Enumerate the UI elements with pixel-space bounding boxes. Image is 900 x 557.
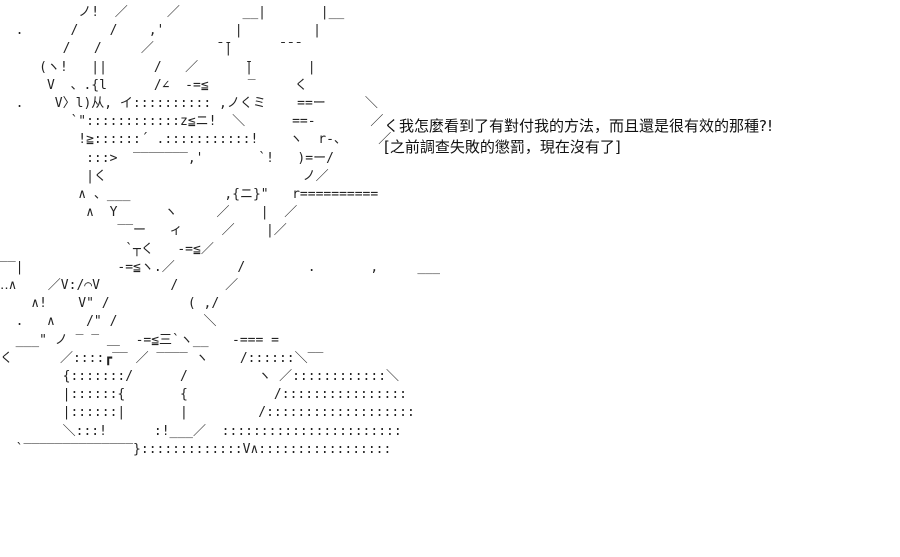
ascii-art-line: ノ! ／ ／ __| |__ xyxy=(78,5,345,20)
ascii-art-line: ___" ノ ‾ ‾ ＿ -=≦三`ヽ__ -=== = xyxy=(15,332,279,348)
ascii-art-line: . ∧ /" / ＼ xyxy=(15,314,217,330)
ascii-art-line: . / / ,' | | xyxy=(15,23,321,39)
ascii-art-line: . V〉l)从, イ:::::::::: ,ノくミ ==ー ＼ xyxy=(15,96,378,112)
ascii-art-line: |::::::{ { /:::::::::::::::: xyxy=(62,387,407,403)
ascii-art-line: `┬く -=≦／ xyxy=(125,241,214,257)
ascii-art-line: ∧! V" / ( ,/ xyxy=(31,296,220,312)
ascii-art-line: ‾‾ー ィ ／ |／ xyxy=(117,223,287,239)
ascii-art-line: |::::::| | /::::::::::::::::::: xyxy=(62,405,415,421)
ascii-art-line: / / ／ ̄ ̄| ̄ ̄ ̄ xyxy=(62,41,295,57)
dialogue-line-1: く我怎麼看到了有對付我的方法，而且還是很有效的那種?! xyxy=(384,117,773,135)
ascii-art-line: `‾‾‾‾‾‾‾‾‾‾‾‾‾‾}:::::::::::::V∧:::::::::… xyxy=(0,441,392,457)
ascii-art-line: ∧ 、___ ,{ニ}" r========== xyxy=(78,187,379,203)
ascii-art-line: {:::::::/ / ヽ ／::::::::::::＼ xyxy=(62,369,400,385)
ascii-art-line: ‾‾| -=≦ヽ.／ / . , ___ xyxy=(0,259,440,275)
ascii-art-figure: ノ! ／ ／ __| |__ . / / ,' | | / / ／ ̄ ̄| ̄… xyxy=(0,4,440,554)
ascii-art-line: :::> ‾‾‾‾‾‾‾,' `! )=ー/ xyxy=(86,150,334,166)
ascii-art-line: ＼:::! :!___／ ::::::::::::::::::::::: xyxy=(62,423,402,439)
ascii-art-line: く ／::::┏‾‾ ／ ‾‾‾‾ ヽ /::::::＼‾‾ xyxy=(0,350,324,366)
ascii-art-line: (ヽ! || / ／ ̄| | xyxy=(39,59,316,75)
ascii-art-line: |く ノ／ xyxy=(86,168,329,184)
dialogue-text: く我怎麼看到了有對付我的方法，而且還是很有效的那種?! [之前調查失敗的懲罰，現… xyxy=(384,116,889,158)
ascii-art-line: V 、.{l /∠ -=≦ ‾ く xyxy=(46,77,308,93)
ascii-art-line: `"::::::::::::z≦ニ! ＼ ==- ／ xyxy=(70,114,384,130)
ascii-art-line: !≧::::::´ .:::::::::::! ヽ r-、 ／ xyxy=(78,132,392,148)
dialogue-line-2: [之前調查失敗的懲罰，現在沒有了] xyxy=(384,138,621,156)
ascii-art-line: ∧ Y ヽ ／ | ／ xyxy=(86,205,298,221)
ascii-art-line: ‥∧ ／V:/⌒V / ／ xyxy=(0,278,239,294)
